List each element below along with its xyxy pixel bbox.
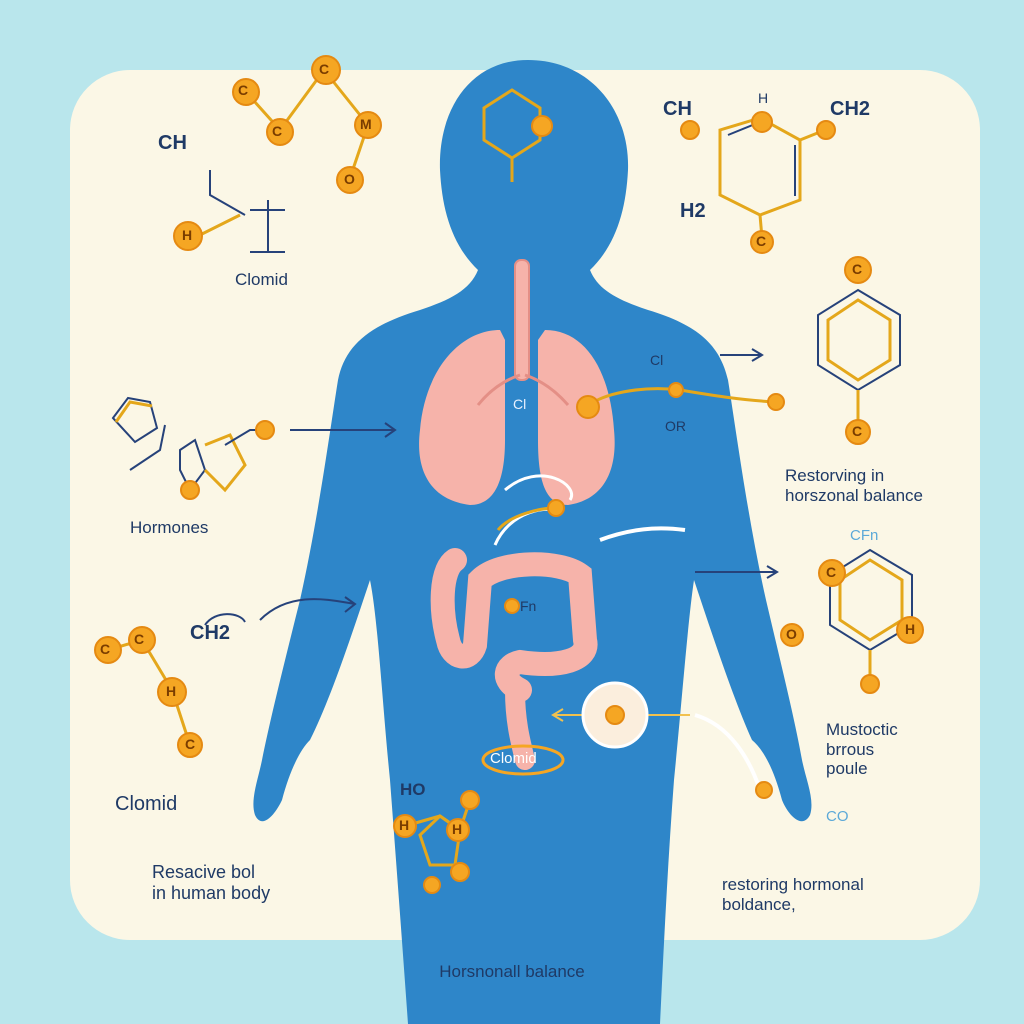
- label-clomid-top: Clomid: [235, 270, 288, 289]
- atom-letter: H: [452, 821, 463, 837]
- molecule-ring-right: [780, 548, 924, 694]
- atom-letter: O: [344, 171, 355, 187]
- label-gut: Fn: [520, 598, 537, 614]
- left-lung: [419, 330, 505, 505]
- label-ch2-left: CH2: [190, 622, 231, 644]
- atom-letter: C: [826, 564, 837, 580]
- atom-letter: C: [238, 82, 249, 98]
- clomid-badge-outline: [481, 744, 565, 776]
- atom-letter: C: [756, 233, 767, 249]
- head-molecule: [482, 88, 553, 182]
- atom-letter: O: [786, 626, 797, 642]
- trachea: [514, 259, 530, 381]
- arrows: [259, 348, 779, 791]
- label-hormones: Hormones: [130, 518, 209, 537]
- atom-letter: C: [100, 641, 111, 657]
- large-intestine: [430, 548, 598, 702]
- atom-letter: H: [182, 227, 193, 243]
- atom-letter: H: [166, 683, 177, 699]
- atom-letter: C: [134, 631, 145, 647]
- molecule-clomid-top: [173, 170, 285, 253]
- label-h-top-right: H: [758, 90, 769, 106]
- label-reactive-body: Resacive bol in human body: [152, 862, 271, 903]
- atom-letter: C: [852, 261, 863, 277]
- molecule-top-right: [680, 111, 836, 254]
- label-ch2-top-right: CH2: [830, 98, 871, 120]
- label-cl-lung-right: Cl: [650, 352, 664, 368]
- atom-letter: M: [360, 116, 372, 132]
- label-h2-top-right: H2: [680, 200, 706, 222]
- label-restoring-1: Restorving in horszonal balance: [785, 466, 923, 505]
- atom-letter: C: [272, 123, 283, 139]
- atom-letter: H: [399, 817, 410, 833]
- lung-molecule: [576, 382, 785, 419]
- molecule-top-left: [232, 55, 382, 194]
- molecule-clomid-left: [94, 613, 246, 758]
- label-ch-top-right: CH: [663, 98, 692, 120]
- label-cfn-right: CFn: [850, 527, 879, 544]
- molecule-hormones: [111, 396, 275, 500]
- molecule-bottom: [393, 790, 480, 894]
- atom-letter: C: [185, 736, 196, 752]
- label-clomid-left: Clomid: [115, 793, 178, 815]
- label-ho-bottom: HO: [400, 780, 426, 799]
- label-cl-lung-left: Cl: [513, 396, 527, 412]
- molecule-benzene-right: [817, 256, 901, 445]
- caption: Horsnonall balance: [439, 962, 585, 981]
- right-lung: [538, 330, 615, 505]
- stomach-molecule: [496, 499, 686, 614]
- intake-bubble: [581, 681, 649, 749]
- label-o-lung: OR: [665, 418, 686, 434]
- label-mustactic: Mustoctic brrous poule: [826, 720, 898, 779]
- atom-letter: C: [319, 61, 330, 77]
- atom-letter: C: [852, 423, 863, 439]
- label-co-right: CO: [826, 808, 849, 825]
- label-clomid-center: Clomid: [490, 750, 537, 767]
- label-restoring-2: restoring hormonal boldance,: [722, 875, 864, 914]
- human-body-silhouette: [253, 60, 812, 1024]
- label-ch-top-left: CH: [158, 132, 187, 154]
- atom-letter: H: [905, 621, 916, 637]
